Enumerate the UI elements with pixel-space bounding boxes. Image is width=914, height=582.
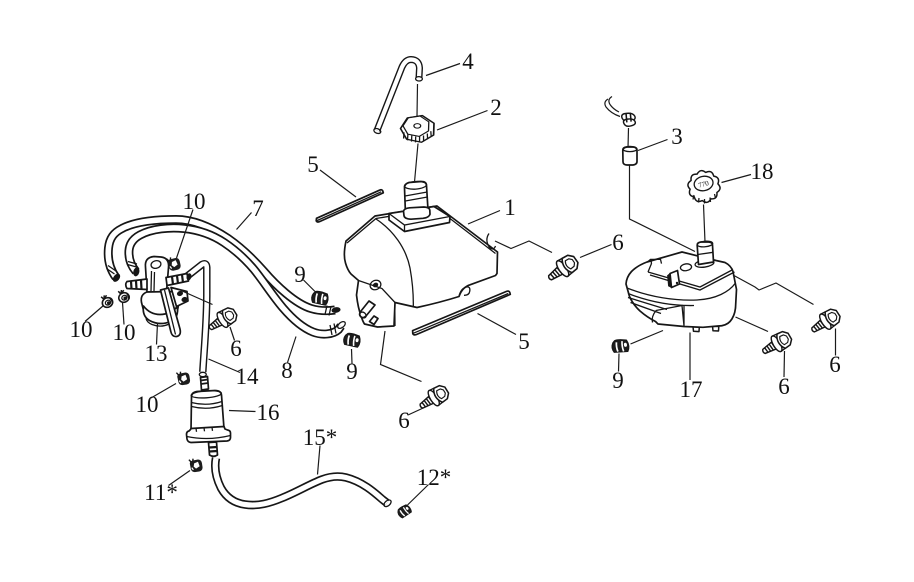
- svg-text:10: 10: [183, 189, 206, 214]
- svg-text:8: 8: [281, 358, 293, 383]
- svg-text:2: 2: [490, 95, 502, 120]
- svg-text:5: 5: [518, 329, 530, 354]
- svg-text:6: 6: [778, 374, 790, 399]
- svg-text:14: 14: [236, 364, 260, 389]
- svg-text:9: 9: [612, 368, 624, 393]
- svg-text:10: 10: [70, 317, 93, 342]
- svg-text:9: 9: [346, 359, 358, 384]
- svg-text:3: 3: [671, 124, 683, 149]
- svg-text:1: 1: [504, 195, 516, 220]
- svg-text:6: 6: [612, 230, 624, 255]
- svg-text:17: 17: [680, 377, 703, 402]
- svg-text:11*: 11*: [144, 480, 178, 505]
- svg-text:12*: 12*: [417, 465, 452, 490]
- svg-text:18: 18: [751, 159, 774, 184]
- svg-text:10: 10: [113, 320, 136, 345]
- svg-text:6: 6: [829, 352, 841, 377]
- svg-text:770: 770: [698, 179, 711, 189]
- svg-text:13: 13: [145, 341, 168, 366]
- svg-text:7: 7: [252, 196, 264, 221]
- svg-text:10: 10: [136, 392, 159, 417]
- svg-text:9: 9: [294, 262, 306, 287]
- svg-text:16: 16: [257, 400, 280, 425]
- svg-text:6: 6: [230, 336, 242, 361]
- svg-text:4: 4: [462, 49, 474, 74]
- svg-text:6: 6: [398, 408, 410, 433]
- svg-text:5: 5: [307, 152, 319, 177]
- svg-text:15*: 15*: [303, 425, 338, 450]
